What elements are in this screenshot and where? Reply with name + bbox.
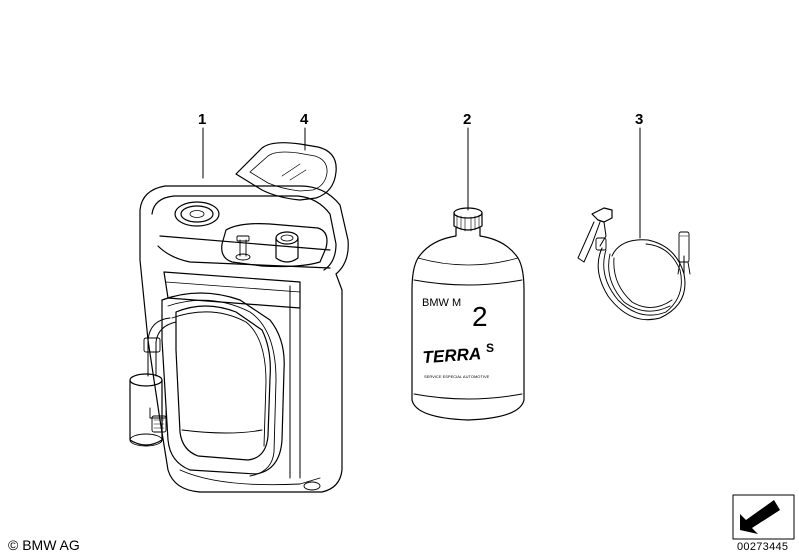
cover-sticker-illustration <box>235 142 337 201</box>
document-arrow-icon <box>732 494 795 540</box>
callout-1: 1 <box>198 111 206 128</box>
bottle-number-text: 2 <box>472 301 488 332</box>
sealant-bottle-illustration <box>411 207 525 421</box>
bottle-fine-print: SERVICE ESPECIAL AUTOMOTIVE <box>424 374 490 379</box>
callout-2: 2 <box>463 111 471 128</box>
document-number: 00273445 <box>737 541 789 553</box>
copyright-notice: © BMW AG <box>8 537 80 553</box>
compressor-unit-illustration <box>129 185 349 493</box>
filler-hose-illustration <box>577 207 691 321</box>
bottle-brand-text: BMW M <box>422 297 461 309</box>
bottle-product-text: TERRA <box>422 344 482 367</box>
callout-4: 4 <box>300 111 309 128</box>
callout-3: 3 <box>635 111 643 128</box>
bottle-product-suffix: S <box>486 341 494 355</box>
